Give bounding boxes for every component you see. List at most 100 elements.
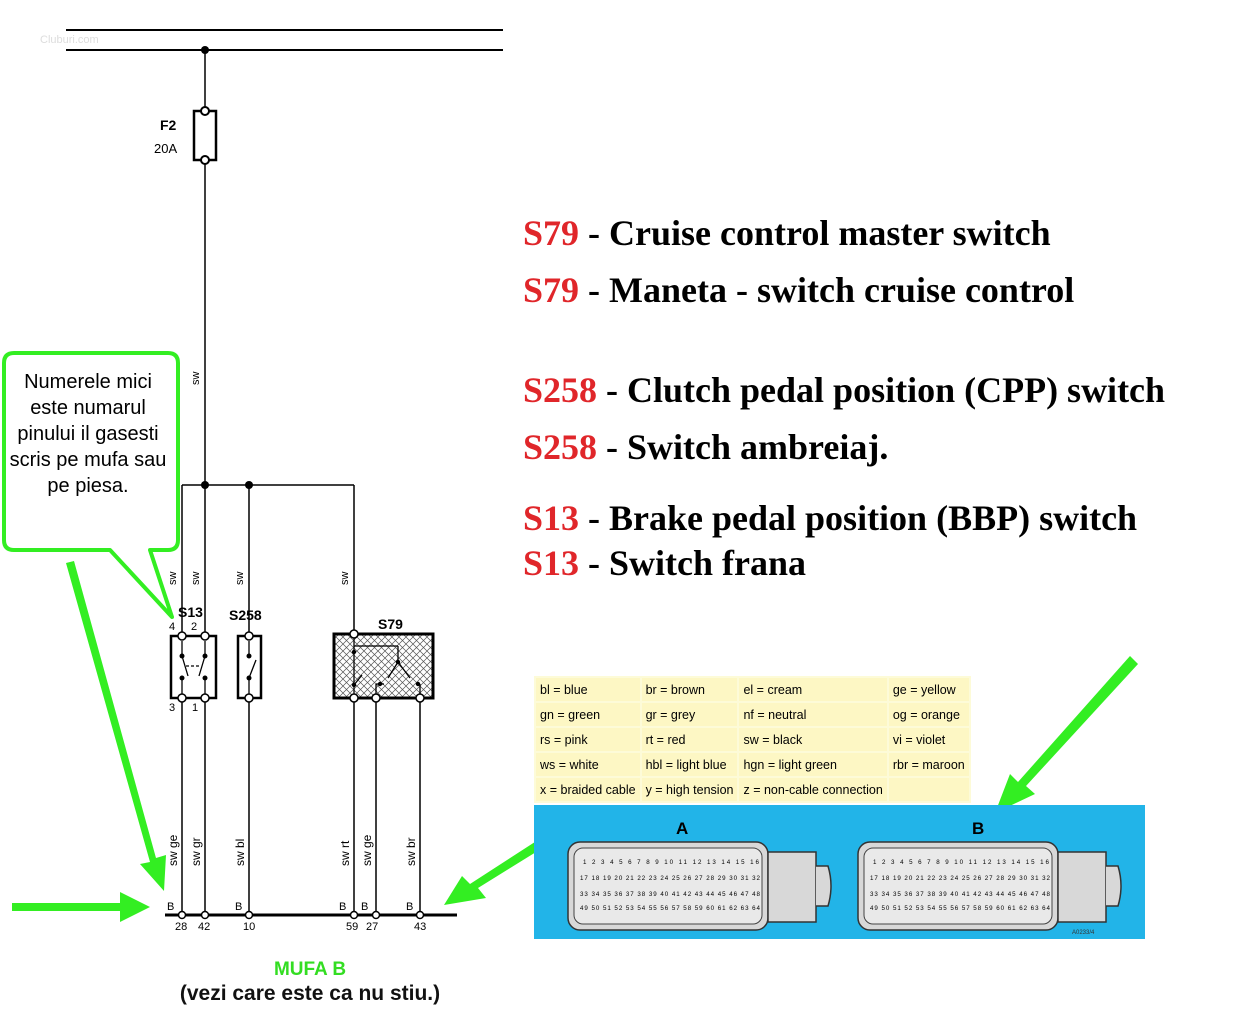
wire-label-5: sw ge xyxy=(360,834,374,866)
legend-code: S13 xyxy=(523,543,580,583)
callout-text: Numerele mici este numarul pinului il ga… xyxy=(9,371,167,497)
s13-pin-2: 2 xyxy=(191,621,197,633)
legend-text: - Clutch pedal position (CPP) switch xyxy=(597,370,1166,410)
conn-pin-28: 28 xyxy=(175,921,187,933)
conn-letter-3: B xyxy=(339,901,346,913)
table-cell: z = non-cable connection xyxy=(739,778,887,801)
legend-line-5: S13 - Brake pedal position (BBP) switch xyxy=(523,500,1137,536)
legend-code: S13 xyxy=(523,498,580,538)
conn-pin-59: 59 xyxy=(346,921,358,933)
table-cell: rs = pink xyxy=(536,728,640,751)
legend-code: S258 xyxy=(523,370,598,410)
ecu-a-row-3: 33 34 35 36 37 38 39 40 41 42 43 44 45 4… xyxy=(580,891,761,898)
wire-color-code-table: bl = blue br = brown el = cream ge = yel… xyxy=(534,676,971,803)
callout-bubble xyxy=(2,351,180,619)
table-cell: el = cream xyxy=(739,678,887,701)
watermark: Cluburi.com xyxy=(40,34,99,46)
wire-label-s79: sw xyxy=(339,572,351,586)
table-cell: rbr = maroon xyxy=(888,753,969,776)
conn-letter-4: B xyxy=(361,901,368,913)
table-cell: y = high tension xyxy=(641,778,738,801)
table-cell: br = brown xyxy=(641,678,738,701)
table-cell: ws = white xyxy=(536,753,640,776)
ecu-ref: A0233/4 xyxy=(1072,930,1095,936)
ecu-b-row-2: 17 18 19 20 21 22 23 24 25 26 27 28 29 3… xyxy=(870,875,1051,882)
wire-label-s13-left: sw xyxy=(167,572,179,586)
conn-pin-27: 27 xyxy=(366,921,378,933)
table-cell: vi = violet xyxy=(888,728,969,751)
s13-switch-body xyxy=(169,634,218,700)
legend-code: S79 xyxy=(523,213,580,253)
s13-pin-4: 4 xyxy=(169,621,175,633)
table-cell: hgn = light green xyxy=(739,753,887,776)
legend-code: S79 xyxy=(523,270,580,310)
ecu-b-row-3: 33 34 35 36 37 38 39 40 41 42 43 44 45 4… xyxy=(870,891,1051,898)
fuse-f2 xyxy=(192,109,218,162)
table-cell: gr = grey xyxy=(641,703,738,726)
legend-text: - Maneta - switch cruise control xyxy=(579,270,1075,310)
fuse-name: F2 xyxy=(160,117,177,133)
legend-text: - Switch frana xyxy=(579,543,807,583)
table-cell: nf = neutral xyxy=(739,703,887,726)
table-row: ws = white hbl = light blue hgn = light … xyxy=(536,753,969,776)
conn-pin-43: 43 xyxy=(414,921,426,933)
ecu-a-row-2: 17 18 19 20 21 22 23 24 25 26 27 28 29 3… xyxy=(580,875,761,882)
arrow-left-icon xyxy=(12,892,150,922)
fuse-rating: 20A xyxy=(154,141,177,156)
legend-line-4: S258 - Switch ambreiaj. xyxy=(523,429,888,465)
table-cell: gn = green xyxy=(536,703,640,726)
wire-label-s13-right: sw xyxy=(190,572,202,586)
table-cell xyxy=(888,778,969,801)
wire-label-main: sw xyxy=(190,372,202,386)
conn-letter-5: B xyxy=(406,901,413,913)
ecu-a-row-4: 49 50 51 52 53 54 55 56 57 58 59 60 61 6… xyxy=(580,905,761,912)
ecu-connector-b-label: B xyxy=(972,819,984,838)
wire-label-2: sw gr xyxy=(189,837,203,866)
conn-letter-2: B xyxy=(235,901,242,913)
table-cell: rt = red xyxy=(641,728,738,751)
legend-text: - Switch ambreiaj. xyxy=(597,427,889,467)
ecu-a-row-1: 1 2 3 4 5 6 7 8 9 10 11 12 13 14 15 16 xyxy=(583,859,760,866)
legend-code: S258 xyxy=(523,427,598,467)
table-cell: hbl = light blue xyxy=(641,753,738,776)
table-cell: x = braided cable xyxy=(536,778,640,801)
s13-label: S13 xyxy=(178,604,203,620)
wire-label-1: sw ge xyxy=(166,834,180,866)
wire-label-3: sw bl xyxy=(233,839,247,866)
s13-pin-1: 1 xyxy=(192,702,198,714)
wire-label-4: sw rt xyxy=(338,840,352,866)
s79-label: S79 xyxy=(378,616,403,632)
conn-pin-42: 42 xyxy=(198,921,210,933)
table-row: bl = blue br = brown el = cream ge = yel… xyxy=(536,678,969,701)
legend-text: - Brake pedal position (BBP) switch xyxy=(579,498,1138,538)
table-cell: og = orange xyxy=(888,703,969,726)
table-row: gn = green gr = grey nf = neutral og = o… xyxy=(536,703,969,726)
wire-label-s258: sw xyxy=(234,572,246,586)
wire-label-6: sw br xyxy=(404,837,418,866)
conn-letter-1: B xyxy=(167,901,174,913)
table-row: rs = pink rt = red sw = black vi = viole… xyxy=(536,728,969,751)
ecu-connector-b: 1 2 3 4 5 6 7 8 9 10 11 12 13 14 15 16 1… xyxy=(857,841,1122,931)
table-row: x = braided cable y = high tension z = n… xyxy=(536,778,969,801)
table-cell: bl = blue xyxy=(536,678,640,701)
s79-switch-body xyxy=(332,632,435,700)
legend-text: - Cruise control master switch xyxy=(579,213,1051,253)
legend-line-3: S258 - Clutch pedal position (CPP) switc… xyxy=(523,372,1165,408)
legend-line-2: S79 - Maneta - switch cruise control xyxy=(523,272,1074,308)
mufa-subtitle: (vezi care este ca nu stiu.) xyxy=(179,982,441,1005)
callout-note: Numerele mici este numarul pinului il ga… xyxy=(4,353,172,543)
arrow-diagonal-icon xyxy=(66,561,166,891)
ecu-connector-a: 1 2 3 4 5 6 7 8 9 10 11 12 13 14 15 16 1… xyxy=(567,841,832,931)
arrow-to-connector-b-icon xyxy=(995,656,1138,813)
s13-pin-3: 3 xyxy=(169,702,175,714)
conn-pin-10: 10 xyxy=(243,921,255,933)
legend-line-1: S79 - Cruise control master switch xyxy=(523,215,1051,251)
ecu-b-row-4: 49 50 51 52 53 54 55 56 57 58 59 60 61 6… xyxy=(870,905,1051,912)
mufa-title: MUFA B xyxy=(273,959,347,980)
ecu-connector-a-label: A xyxy=(676,819,688,838)
s258-label: S258 xyxy=(229,607,262,623)
table-cell: sw = black xyxy=(739,728,887,751)
legend-line-6: S13 - Switch frana xyxy=(523,545,806,581)
ecu-b-row-1: 1 2 3 4 5 6 7 8 9 10 11 12 13 14 15 16 xyxy=(873,859,1050,866)
